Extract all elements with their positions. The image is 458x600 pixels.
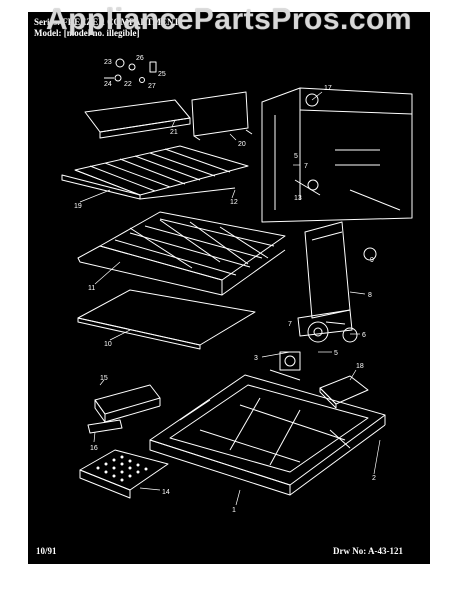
callout-2: 2 <box>372 475 376 482</box>
callout-numbers: 23 26 24 22 25 27 21 20 17 5 7 13 12 19 … <box>74 55 376 514</box>
callout-5: 5 <box>294 153 298 160</box>
callout-27: 27 <box>148 83 156 90</box>
callout-22: 22 <box>124 81 132 88</box>
callout-12: 12 <box>230 199 238 206</box>
callout-17: 17 <box>324 85 332 92</box>
part-21-pan <box>84 99 191 139</box>
callout-18: 18 <box>356 363 364 370</box>
part-6-fan <box>307 321 358 343</box>
diagram-sheet <box>28 12 430 564</box>
part-20-divider <box>191 91 253 141</box>
series-label: Series: FREEZER COMPARTMENT <box>34 17 180 27</box>
callout-10: 10 <box>104 341 112 348</box>
part-19-wire-shelf <box>61 145 249 200</box>
callout-24: 24 <box>104 81 112 88</box>
part-18-cover <box>319 375 369 409</box>
part-11-basket <box>77 211 286 296</box>
callout-21: 21 <box>170 129 178 136</box>
callout-7: 7 <box>304 163 308 170</box>
part-1-floor <box>149 374 386 496</box>
callout-5b: 5 <box>334 350 338 357</box>
callout-13: 13 <box>294 195 302 202</box>
callout-8: 8 <box>368 292 372 299</box>
callout-9: 9 <box>370 257 374 264</box>
callout-16: 16 <box>90 445 98 452</box>
part-10-panel <box>77 289 256 350</box>
callout-25: 25 <box>158 71 166 78</box>
callout-23: 23 <box>104 59 112 66</box>
part-16-bracket <box>87 419 123 434</box>
callout-14: 14 <box>162 489 170 496</box>
part-14-ice-cube-tray <box>79 449 169 499</box>
callout-11: 11 <box>88 285 95 292</box>
callout-1: 1 <box>232 507 236 514</box>
part-3-motor <box>269 351 301 381</box>
hardware-group <box>104 58 157 83</box>
drawing-date: 10/91 <box>36 546 57 556</box>
callout-15: 15 <box>100 375 108 382</box>
leader-lines <box>79 91 381 506</box>
part-8-air-duct <box>297 221 377 337</box>
callout-19: 19 <box>74 203 82 210</box>
model-label: Model: [model no. illegible] <box>34 28 140 38</box>
drawing-number: Drw No: A-43-121 <box>333 546 403 556</box>
callout-6: 6 <box>362 332 366 339</box>
callout-7b: 7 <box>288 321 292 328</box>
callout-20: 20 <box>238 141 246 148</box>
cabinet-body <box>261 87 413 223</box>
part-15-ice-tray <box>94 384 161 423</box>
callout-3: 3 <box>254 355 258 362</box>
callout-26: 26 <box>136 55 144 62</box>
